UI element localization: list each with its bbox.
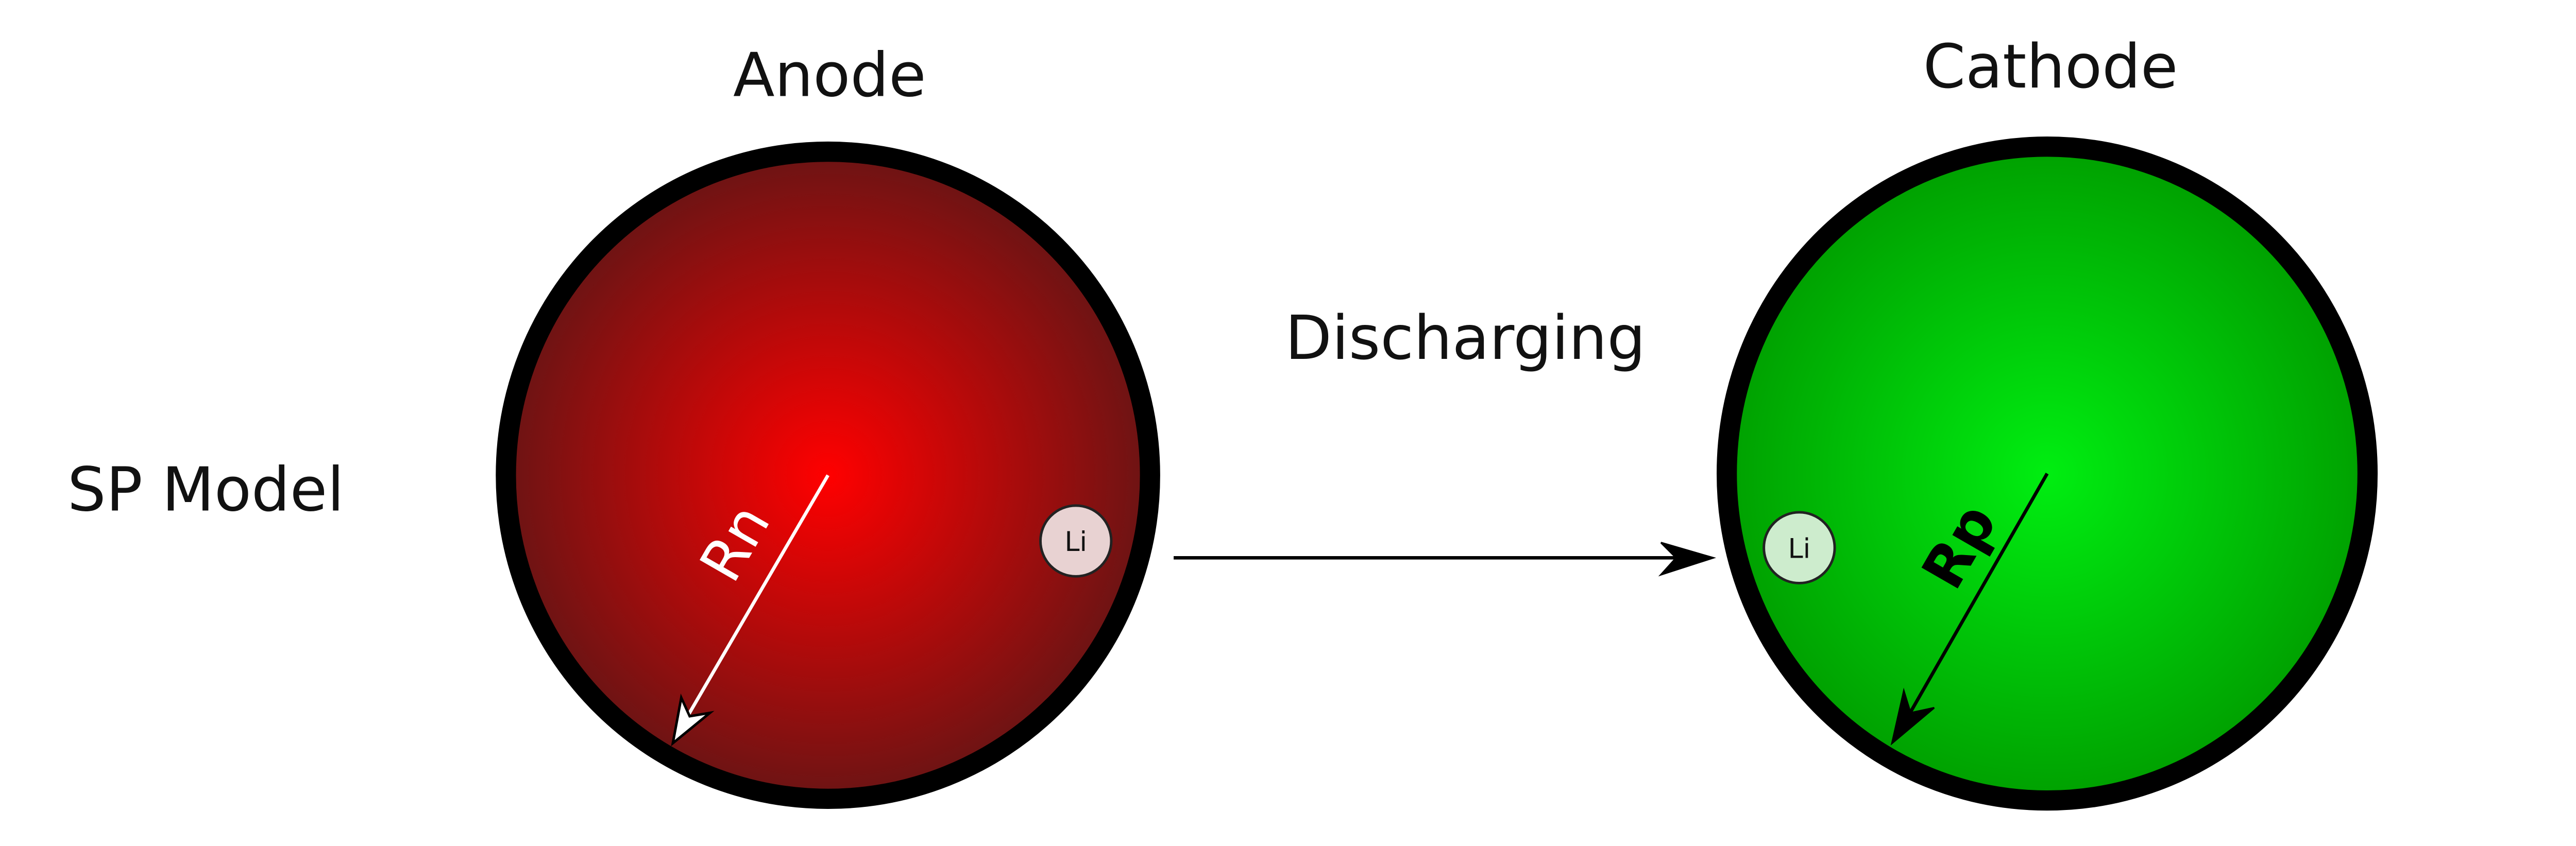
anode-radius-line	[683, 474, 829, 722]
cathode-label: Cathode	[1923, 31, 2178, 102]
model-label: SP Model	[67, 455, 344, 525]
anode-label: Anode	[733, 40, 926, 111]
anode-li-ion	[1039, 504, 1113, 578]
anode-li-ion-label: Li	[1064, 526, 1087, 558]
anode-radius-arrowhead	[671, 693, 715, 747]
discharging-arrowhead	[1658, 542, 1717, 577]
cathode-radius-arrowhead	[1890, 687, 1935, 746]
cathode-li-ion-label: Li	[1788, 533, 1811, 564]
cathode-radius-line	[1906, 473, 2049, 719]
process-label: Discharging	[1285, 303, 1646, 373]
cathode-li-ion	[1762, 511, 1836, 584]
